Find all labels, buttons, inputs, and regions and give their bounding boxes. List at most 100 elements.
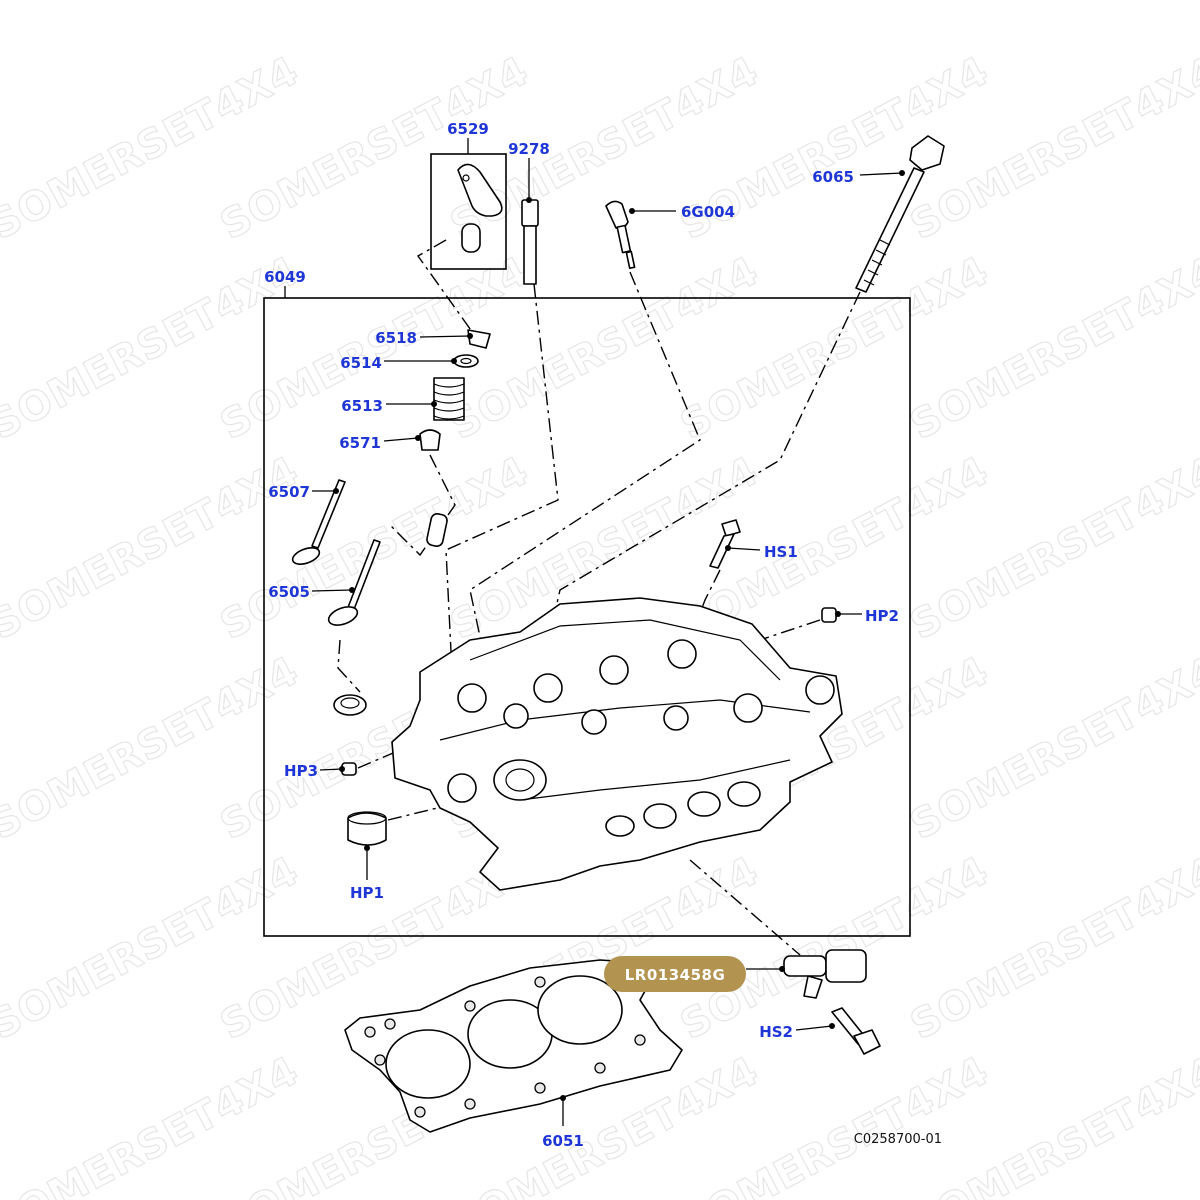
label-6529[interactable]: 6529 [447,120,489,138]
bolt-head-icon [853,1029,881,1055]
cup-plug-rim-icon [347,811,387,825]
leader-dot [431,401,437,407]
assembly-line-6g004 [469,271,701,661]
collet-icon [467,329,491,349]
bolt-thread-icon [863,239,891,286]
label-6507[interactable]: 6507 [268,483,310,501]
cam-bore-icon [733,693,763,723]
highlight-pill [604,956,746,992]
leader-dot [629,208,635,214]
leader-6505 [311,589,353,592]
gasket-hole-icon [634,1034,646,1046]
cam-bore-icon [503,703,529,729]
assembly-line-hp2 [759,619,821,641]
exhaust-port-icon [687,791,721,817]
label-6513[interactable]: 6513 [341,397,383,415]
leader-dot [829,1023,835,1029]
part-exhaust-valve[interactable] [290,479,346,567]
label-9278[interactable]: 9278 [508,140,550,158]
gasket-hole-icon [414,1106,426,1118]
part-intake-valve[interactable] [326,539,381,629]
cam-bore-icon [805,675,835,705]
stem-seal-icon [419,429,441,451]
watermark: SOMERSET4X4 [0,1048,306,1200]
exhaust-port-icon [727,781,761,807]
part-hp2-plug[interactable] [821,607,837,623]
gasket-hole-icon [594,1062,606,1074]
part-hp1-plug[interactable] [347,811,387,846]
leader-6065 [859,172,903,176]
leader-dot [725,545,731,551]
front-bore-inner-icon [505,768,535,792]
gasket-hole-icon [534,1082,546,1094]
part-valve-guide[interactable] [426,513,448,548]
leader-dot [835,611,841,617]
label-hs1[interactable]: HS1 [764,543,798,561]
part-valve-collet[interactable] [467,329,491,349]
leader-lines [284,138,905,1126]
label-hp3[interactable]: HP3 [284,762,318,780]
part-valve-stem-seal[interactable] [419,429,441,451]
exhaust-port-icon [643,803,677,829]
sensor-probe-icon [616,224,632,254]
part-valve-spring[interactable] [433,377,465,421]
part-cylinder-head[interactable] [391,597,843,891]
leader-hs1 [727,547,761,551]
leader-dot [779,966,785,972]
highlighted-part-badge[interactable]: LR013458G [604,956,746,992]
leader-dot [899,170,905,176]
label-hp1[interactable]: HP1 [350,884,384,902]
label-6505[interactable]: 6505 [268,583,310,601]
label-hp2[interactable]: HP2 [865,607,899,625]
leader-dot [526,197,532,203]
sensor-body-icon [523,225,537,285]
part-head-bolt[interactable] [855,135,945,293]
gasket-bore-icon [537,975,623,1045]
part-temperature-sensor[interactable] [521,199,539,285]
leader-dot [415,435,421,441]
label-6571[interactable]: 6571 [339,434,381,452]
gasket-hole-icon [464,1098,476,1110]
part-camshaft-position-sensor[interactable] [783,949,867,999]
cam-bore-icon [581,709,607,735]
part-oil-pressure-sensor[interactable] [605,200,636,270]
label-6g004[interactable]: 6G004 [681,203,735,221]
spring-coil-icon [433,383,465,420]
head-casting-icon [391,597,843,891]
cam-cover-rail-icon [469,619,781,681]
assembly-line-sensor [689,859,801,956]
part-hs1-bolt[interactable] [709,519,741,569]
cam-bore-icon [663,705,689,731]
sensor-head-icon [521,199,539,227]
assembly-line-6529 [416,239,479,341]
leader-dot [451,358,457,364]
label-6514[interactable]: 6514 [340,354,382,372]
part-rocker-follower-kit[interactable] [430,153,507,270]
label-6051[interactable]: 6051 [542,1132,584,1150]
label-6518[interactable]: 6518 [375,329,417,347]
cam-bore-icon [667,639,697,669]
assembly-frame [263,297,911,937]
retainer-hole-icon [460,357,472,365]
sensor-plug-icon [605,200,629,230]
part-hs2-bolt[interactable] [831,1007,881,1055]
label-6065[interactable]: 6065 [812,168,854,186]
rocker-pivot-icon [462,174,470,182]
part-valve-seat[interactable] [333,694,367,716]
lash-adjuster-icon [461,223,481,253]
diagram-reference: C0258700-01 [854,1132,942,1147]
manifold-face-icon [519,759,791,801]
part-labels: 6529 9278 6065 6G004 6049 6518 6514 6513… [264,120,899,1150]
sensor-body-icon [783,955,827,977]
part-valve-spring-retainer[interactable] [453,354,479,368]
label-6049[interactable]: 6049 [264,268,306,286]
leader-dot [364,845,370,851]
bolt-head-icon [721,519,741,537]
part-head-gasket[interactable] [344,959,683,1133]
gasket-hole-icon [464,1000,476,1012]
label-hs2[interactable]: HS2 [759,1023,793,1041]
gasket-hole-icon [534,976,546,988]
leader-hs2 [795,1025,833,1031]
valve-head-icon [291,547,321,565]
